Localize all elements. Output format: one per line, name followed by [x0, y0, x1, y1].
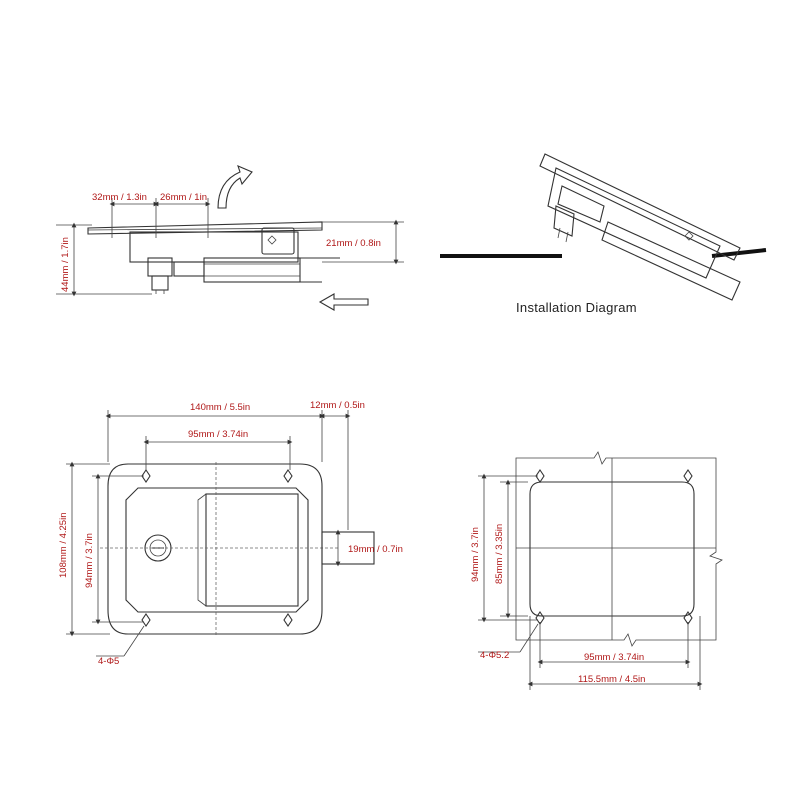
side-bracket	[261, 227, 295, 255]
dim-front-height: 108mm / 4.25in	[58, 513, 69, 578]
mount-hole-icon	[283, 613, 293, 627]
front-paddle	[205, 493, 299, 607]
dim-depth: 21mm / 0.8in	[326, 238, 381, 249]
cutout-hole-icon	[683, 469, 693, 483]
front-flange	[107, 463, 323, 635]
front-holes-label: 4-Φ5	[98, 656, 119, 667]
dim-height-total: 44mm / 1.7in	[60, 237, 71, 292]
dim-cutout-inner-height: 85mm / 3.35in	[494, 524, 505, 584]
mount-hole-icon	[141, 613, 151, 627]
tilted-cylinder	[553, 205, 575, 237]
push-arrow-icon	[318, 293, 369, 311]
dim-front-lip: 12mm / 0.5in	[310, 400, 365, 411]
dim-cutout-width: 115.5mm / 4.5in	[578, 674, 645, 685]
dim-front-width: 140mm / 5.5in	[190, 402, 250, 413]
front-recess	[125, 487, 309, 613]
dim-width-a: 32mm / 1.3in	[92, 192, 147, 203]
mount-hole-icon	[283, 469, 293, 483]
panel-cutout	[529, 481, 695, 617]
mount-hole-icon	[141, 469, 151, 483]
front-view: 140mm / 5.5in 12mm / 0.5in 95mm / 3.74in…	[58, 400, 403, 667]
tilted-screw-icon	[684, 231, 694, 241]
side-view: 32mm / 1.3in 26mm / 1in 44mm / 1.7in 21m…	[56, 165, 404, 311]
dim-cutout-outer-height: 94mm / 3.7in	[470, 527, 481, 582]
lock-cylinder	[147, 257, 173, 277]
dim-cam: 19mm / 0.7in	[348, 544, 403, 555]
cutout-view: 94mm / 3.7in 85mm / 3.35in 4-Φ5.2 95mm /…	[470, 451, 723, 690]
tilted-body	[547, 167, 721, 279]
cutout-hole-icon	[535, 469, 545, 483]
screw-head-icon	[267, 235, 277, 245]
dim-front-inner-height: 94mm / 3.7in	[84, 533, 95, 588]
flange-plate	[87, 221, 323, 235]
dim-width-b: 26mm / 1in	[160, 192, 207, 203]
cutout-holes-label: 4-Φ5.2	[480, 650, 509, 661]
latch-body	[129, 231, 299, 263]
door-panel-right	[711, 248, 767, 258]
tilted-handle	[601, 221, 741, 301]
rotate-arrow-icon	[217, 165, 253, 209]
installation-caption: Installation Diagram	[516, 300, 637, 315]
panel-frame	[515, 451, 723, 647]
tilted-flange	[539, 153, 741, 261]
cam-arm	[173, 261, 205, 277]
dim-front-holes: 95mm / 3.74in	[188, 429, 248, 440]
installation-view: Installation Diagram	[440, 153, 767, 315]
dim-cutout-holes: 95mm / 3.74in	[584, 652, 644, 663]
cam	[321, 531, 375, 565]
key-plug	[151, 275, 169, 291]
